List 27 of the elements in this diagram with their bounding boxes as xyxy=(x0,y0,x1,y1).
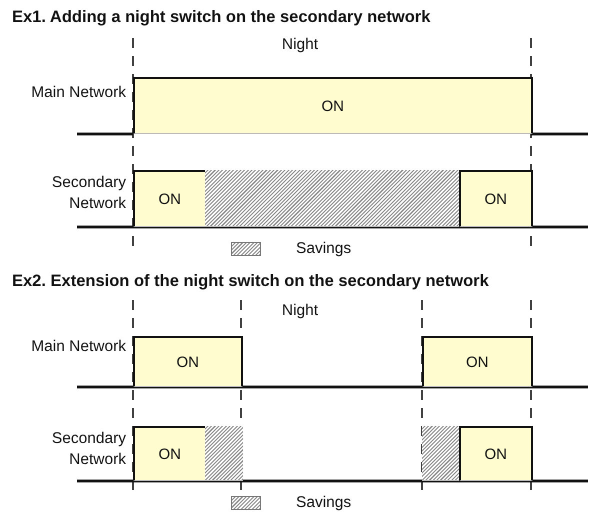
signal-name: Main Network xyxy=(30,337,126,357)
period-label: Night xyxy=(280,35,320,55)
on-pulse xyxy=(133,170,206,227)
section-title: Ex2. Extension of the night switch on the secondary network xyxy=(12,272,489,291)
period-label: Night xyxy=(280,301,320,321)
signal-name: Secondary Network xyxy=(50,173,126,214)
legend-label: Savings xyxy=(296,494,352,512)
pulse-label: ON xyxy=(466,354,488,370)
savings-hatch-area xyxy=(422,426,460,481)
pulse-label: ON xyxy=(484,446,507,462)
section-title: Ex1. Adding a night switch on the secondary network xyxy=(12,8,430,27)
on-pulse xyxy=(422,336,532,387)
on-pulse xyxy=(133,77,532,134)
on-pulse xyxy=(459,170,532,227)
savings-hatch-area xyxy=(205,426,242,481)
signal-name: Secondary Network xyxy=(50,429,126,470)
savings-hatch-area xyxy=(205,170,460,227)
on-pulse xyxy=(133,336,242,387)
pulse-label: ON xyxy=(158,446,181,462)
pulse-label: ON xyxy=(158,190,181,208)
legend-label: Savings xyxy=(296,240,352,258)
signal-name: Main Network xyxy=(30,83,126,103)
on-pulse xyxy=(133,426,206,481)
pulse-label: ON xyxy=(322,98,344,114)
on-pulse xyxy=(459,426,532,481)
pulse-label: ON xyxy=(176,354,199,370)
pulse-label: ON xyxy=(484,190,507,208)
